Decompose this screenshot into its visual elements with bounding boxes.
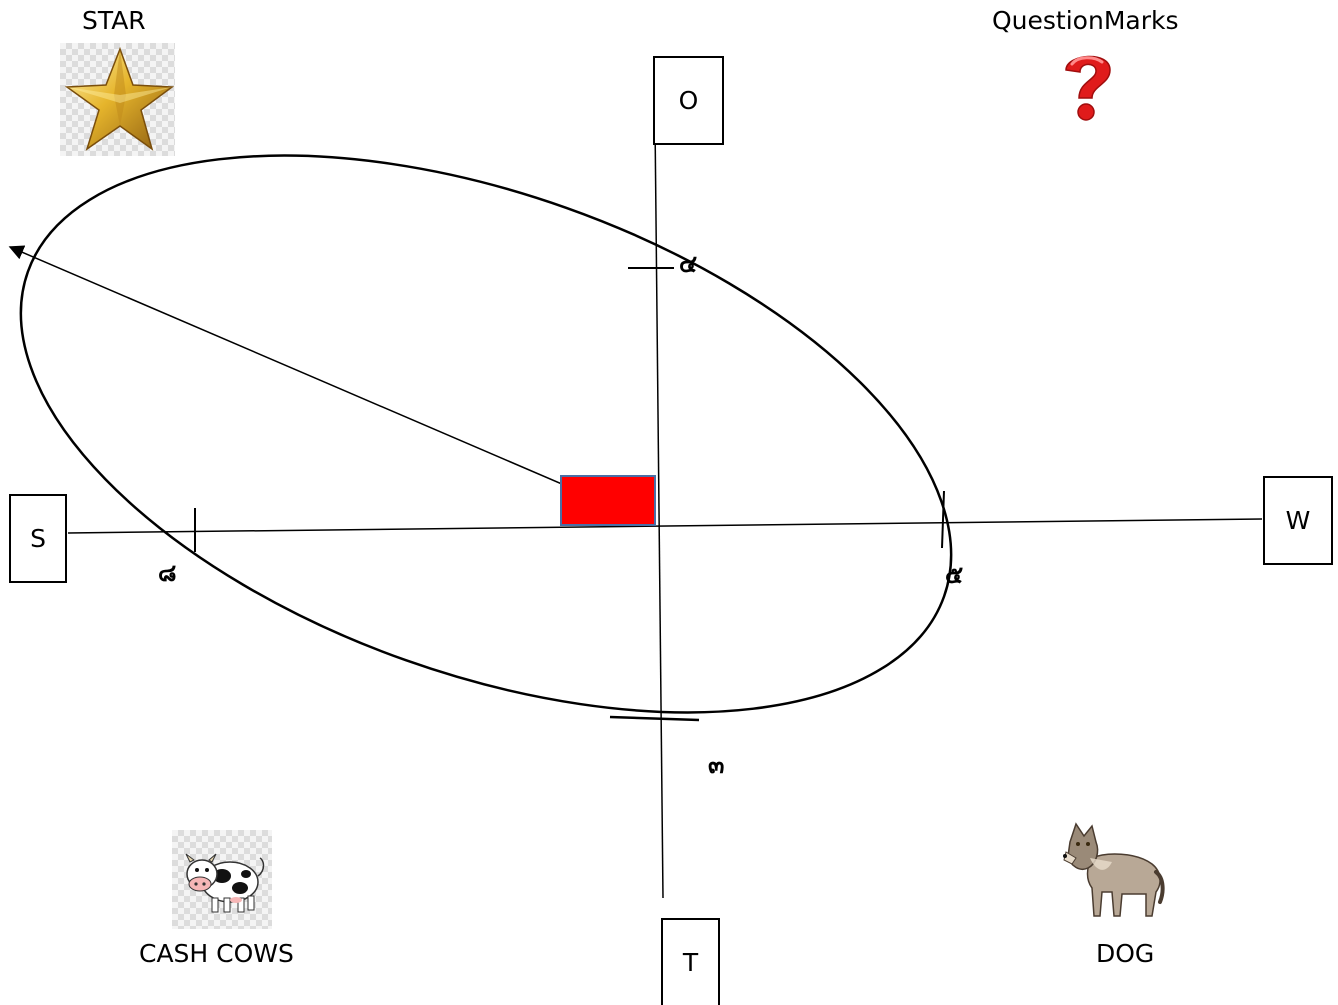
tick-right <box>941 490 945 549</box>
tick-label-bottom: ๓ <box>708 751 725 779</box>
axis-box-bottom: T <box>661 918 720 1005</box>
dog-label: DOG <box>1096 939 1155 968</box>
strategy-ellipse <box>19 154 953 714</box>
center-marker <box>560 475 656 526</box>
tick-label-top: ๔ <box>679 250 698 278</box>
tick-label-right: ๕ <box>945 561 964 589</box>
direction-arrow <box>8 245 649 522</box>
wolf-icon <box>1062 822 1166 920</box>
horizontal-axis <box>67 518 1263 534</box>
cash-cows-label: CASH COWS <box>139 939 294 968</box>
tick-label-left: ๘ <box>158 559 177 587</box>
tick-bottom <box>609 715 700 722</box>
axis-box-right: W <box>1263 476 1333 565</box>
star-label: STAR <box>82 6 146 35</box>
question-marks-label: QuestionMarks <box>992 6 1179 35</box>
star-icon <box>60 43 175 156</box>
vertical-axis <box>654 121 664 899</box>
axis-box-top: O <box>653 56 724 145</box>
cow-icon <box>172 830 272 929</box>
question-mark-icon <box>1058 50 1118 124</box>
axis-box-left: S <box>9 494 67 583</box>
